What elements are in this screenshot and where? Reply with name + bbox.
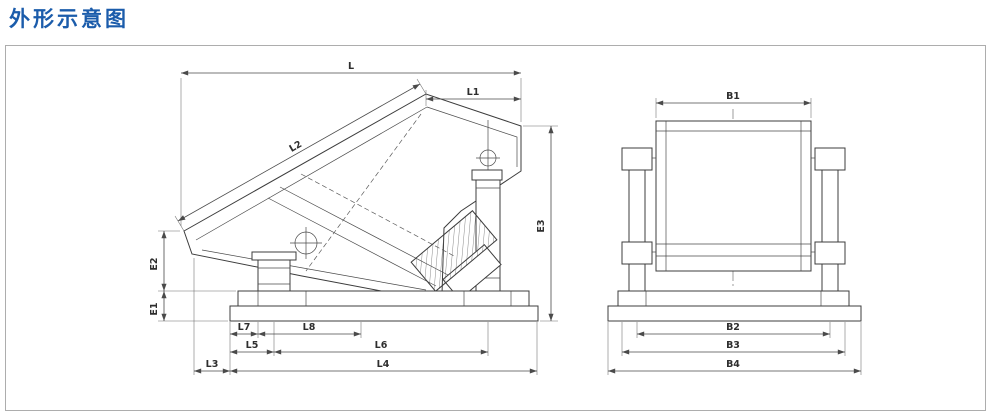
end-view-right-support: [811, 147, 846, 292]
dim-E1: E1: [149, 291, 228, 322]
dim-label-L3: L3: [206, 359, 219, 370]
feeder-end-view: B1 B2 B3 B4: [607, 91, 862, 375]
end-view-left-support: [621, 147, 656, 292]
drawing-frame: L L1 L2 E2 E1: [5, 45, 986, 411]
dim-label-L2: L2: [288, 139, 304, 155]
dim-label-B4: B4: [726, 359, 740, 370]
dim-L: L: [180, 61, 522, 226]
motor-hatch: [410, 210, 498, 292]
left-support-spring: [251, 251, 297, 292]
dim-label-L4: L4: [377, 359, 390, 370]
dim-label-L7: L7: [238, 322, 251, 333]
dim-L4: L4: [230, 359, 537, 374]
dim-B4: B4: [608, 359, 861, 374]
dim-label-L8: L8: [303, 322, 316, 333]
vibrator-motor: [410, 210, 502, 301]
base-lower-plate: [229, 305, 539, 322]
dim-label-L: L: [348, 61, 354, 72]
dim-label-B1: B1: [726, 91, 740, 102]
dim-label-L5: L5: [246, 340, 259, 351]
dim-label-B2: B2: [726, 322, 740, 333]
dim-E2: E2: [149, 230, 236, 292]
dim-E3: E3: [523, 125, 558, 322]
dim-B3: B3: [622, 340, 845, 355]
dim-label-E2: E2: [149, 257, 160, 270]
dim-label-E1: E1: [149, 302, 160, 315]
dim-L1: L1: [425, 87, 521, 106]
base-upper-plate: [237, 290, 530, 307]
page-title: 外形示意图: [9, 7, 129, 31]
dim-L8: L8: [258, 322, 361, 337]
dim-B1: B1: [655, 91, 812, 118]
dim-label-E3: E3: [536, 219, 547, 232]
end-view-base: [607, 290, 862, 322]
left-center-mark-icon: [290, 227, 322, 259]
dim-label-B3: B3: [726, 340, 740, 351]
feeder-side-view: L L1 L2 E2 E1: [149, 61, 558, 375]
right-center-mark-icon: [476, 146, 500, 170]
outline-diagram-svg: L L1 L2 E2 E1: [149, 61, 862, 375]
end-view-body: [655, 109, 812, 286]
dim-L6: L6: [274, 340, 488, 355]
side-view-base: [229, 290, 539, 322]
dim-B2: B2: [637, 322, 830, 337]
end-bottom-extensions: [607, 322, 862, 375]
dim-L5: L5: [230, 340, 274, 355]
dim-L7: L7: [230, 322, 258, 337]
dim-label-L1: L1: [467, 87, 480, 98]
dim-label-L6: L6: [375, 340, 388, 351]
dim-L2: L2: [174, 78, 427, 232]
dim-L3: L3: [194, 359, 230, 374]
